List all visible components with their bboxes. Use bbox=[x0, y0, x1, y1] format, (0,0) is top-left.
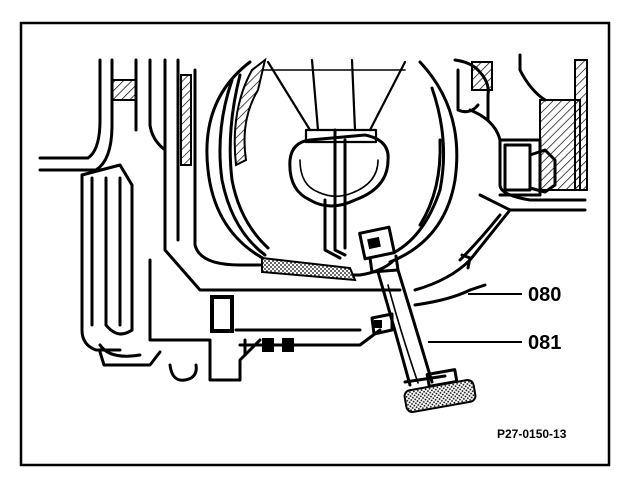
reference-code: P27-0150-13 bbox=[497, 427, 567, 441]
callout-080: 080 bbox=[528, 284, 561, 306]
tool-081 bbox=[358, 225, 477, 413]
inner-ribs bbox=[163, 58, 362, 292]
lower-casting bbox=[98, 258, 382, 382]
frame-border bbox=[19, 21, 611, 467]
lever-housing bbox=[358, 208, 512, 307]
side-panel bbox=[80, 163, 142, 358]
housing-right bbox=[453, 53, 588, 212]
cam-hub bbox=[288, 128, 390, 260]
linkage-lines bbox=[261, 58, 407, 132]
drum bbox=[205, 57, 459, 282]
housing-left-wall bbox=[38, 58, 167, 172]
callout-081: 081 bbox=[528, 332, 561, 354]
